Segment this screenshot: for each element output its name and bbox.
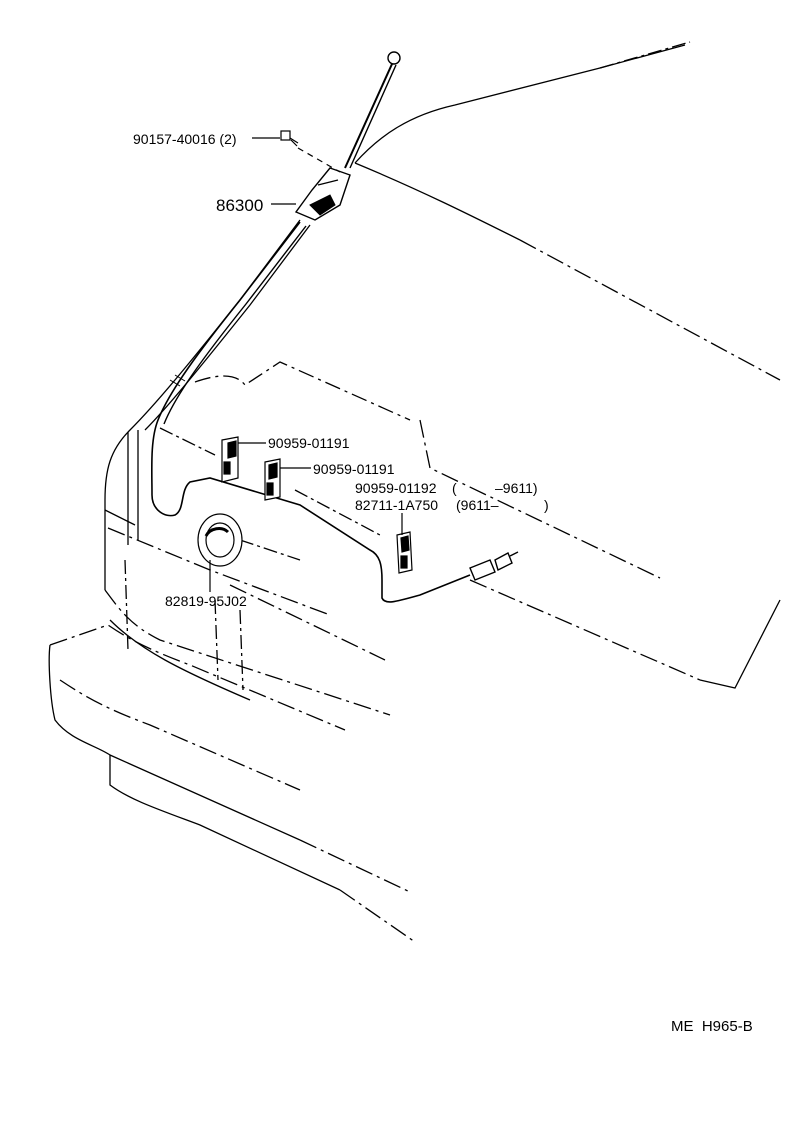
cowl-right-line [419,419,661,579]
bumper-front [48,644,301,841]
antenna-assembly [150,51,519,603]
label-clamp-alt-b-close: ) [544,497,549,513]
label-clamp-alt-b: 82711-1A750 [355,497,438,513]
label-clamp-alt-a-open: ( [452,480,457,496]
label-clamp-alt-b-range: (9611– [456,497,499,513]
antenna-base-bracket [317,179,339,186]
bumper-mid-line [59,679,301,791]
label-clamp-upper: 90959-01191 [268,435,350,451]
inner-fender-line-3 [239,539,301,561]
antenna-mast [344,63,393,169]
vert-post-2 [214,599,219,681]
antenna-cable-inner [163,225,307,425]
antenna-cable [150,221,471,603]
bumper-bottom [109,755,341,891]
reference-code: ME H965-B [671,1018,753,1035]
part-labels: 90157-40016 (2) 86300 90959-01191 90959-… [133,131,549,609]
antenna-base-detail [309,194,336,216]
antenna-tip [387,51,401,65]
antenna-mast-2 [349,64,397,169]
small-parts [197,130,413,574]
cowl-line [194,361,411,421]
a-pillar-inner [144,224,311,431]
grille-line-2 [104,589,391,716]
inner-fender-line [159,427,216,456]
clamp-lower-icon [264,458,281,501]
bumper-bottom-dashed [339,889,416,943]
grille-line-4 [229,584,386,661]
inner-fender-line-2 [294,489,381,536]
label-grommet: 82819-95J02 [165,593,247,609]
label-clamp-alt-a-range: –9611) [495,480,538,496]
bolt-icon [280,130,341,173]
hood-front-curve [354,162,521,241]
vert-post-1 [124,559,129,651]
leader-lines [209,137,403,592]
fender-front-line [104,509,136,526]
hood-upper-edge-dashed [599,41,691,69]
vert-post-3 [239,609,244,691]
grommet-icon [197,513,243,567]
hood-right-edge [699,599,781,689]
bumper-front-dashed [299,839,411,893]
clamp-upper-icon [221,436,239,483]
hood-long-edge [519,239,781,381]
clamp-alt-icon [396,531,413,574]
cable-plug-pin [509,551,519,557]
grille-line-3 [109,619,251,701]
label-clamp-alt-a: 90959-01192 [355,480,437,496]
label-clamp-lower: 90959-01191 [313,461,395,477]
cable-sleeve [169,379,181,387]
cable-plug [469,559,496,581]
cable-sleeve-2 [174,374,186,382]
label-antenna: 86300 [216,196,263,215]
label-bolt: 90157-40016 (2) [133,131,237,147]
cable-plug-tip [494,552,513,571]
hood-upper-edge [354,44,686,164]
hood-lower-edge [469,579,701,681]
bumper-top [49,624,346,731]
